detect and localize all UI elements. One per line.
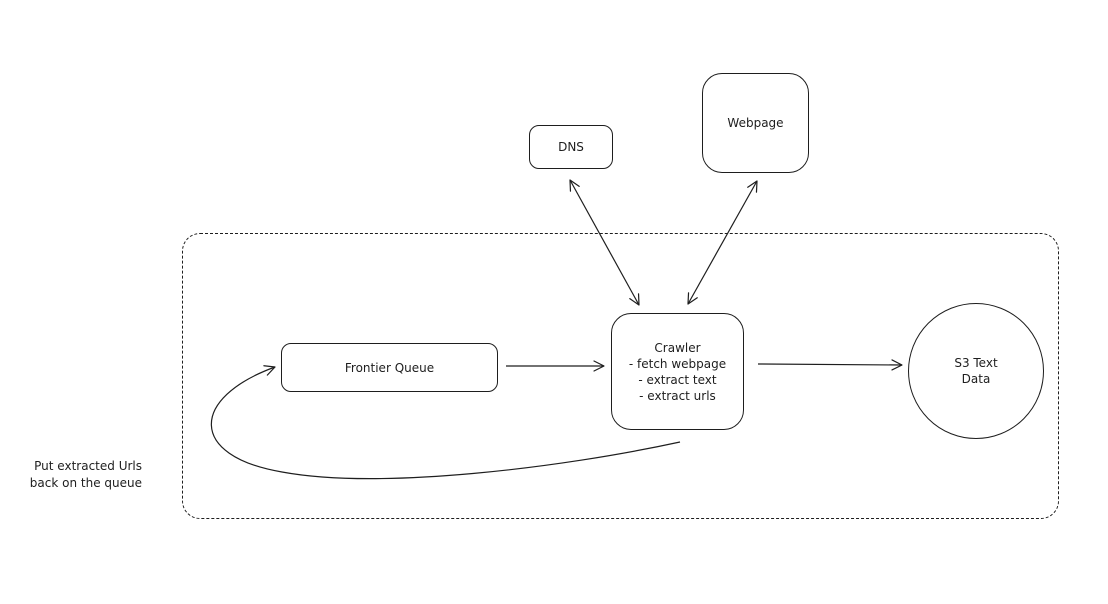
frontier-queue-label: Frontier Queue <box>344 360 435 375</box>
crawler-step: - extract urls <box>639 388 716 403</box>
frontier-queue-node[interactable]: Frontier Queue <box>281 343 498 392</box>
dns-node[interactable]: DNS <box>529 125 613 169</box>
crawler-step: - fetch webpage <box>628 356 727 371</box>
crawler-node[interactable]: Crawler - fetch webpage - extract text -… <box>611 313 744 430</box>
crawler-title: Crawler <box>654 340 701 355</box>
loop-annotation: Put extracted Urls back on the queue <box>29 459 142 490</box>
edge-crawler-s3 <box>757 359 903 371</box>
edge-crawler-frontier-loop <box>210 365 681 480</box>
crawler-step: - extract text <box>638 372 717 387</box>
s3-label: S3 Text Data <box>954 356 998 386</box>
edge-dns-crawler <box>569 179 640 306</box>
s3-storage-node[interactable]: S3 Text Data <box>908 303 1044 439</box>
edge-webpage-crawler <box>687 180 758 305</box>
webpage-node[interactable]: Webpage <box>702 73 809 173</box>
webpage-label: Webpage <box>727 116 784 130</box>
dns-label: DNS <box>558 140 584 154</box>
